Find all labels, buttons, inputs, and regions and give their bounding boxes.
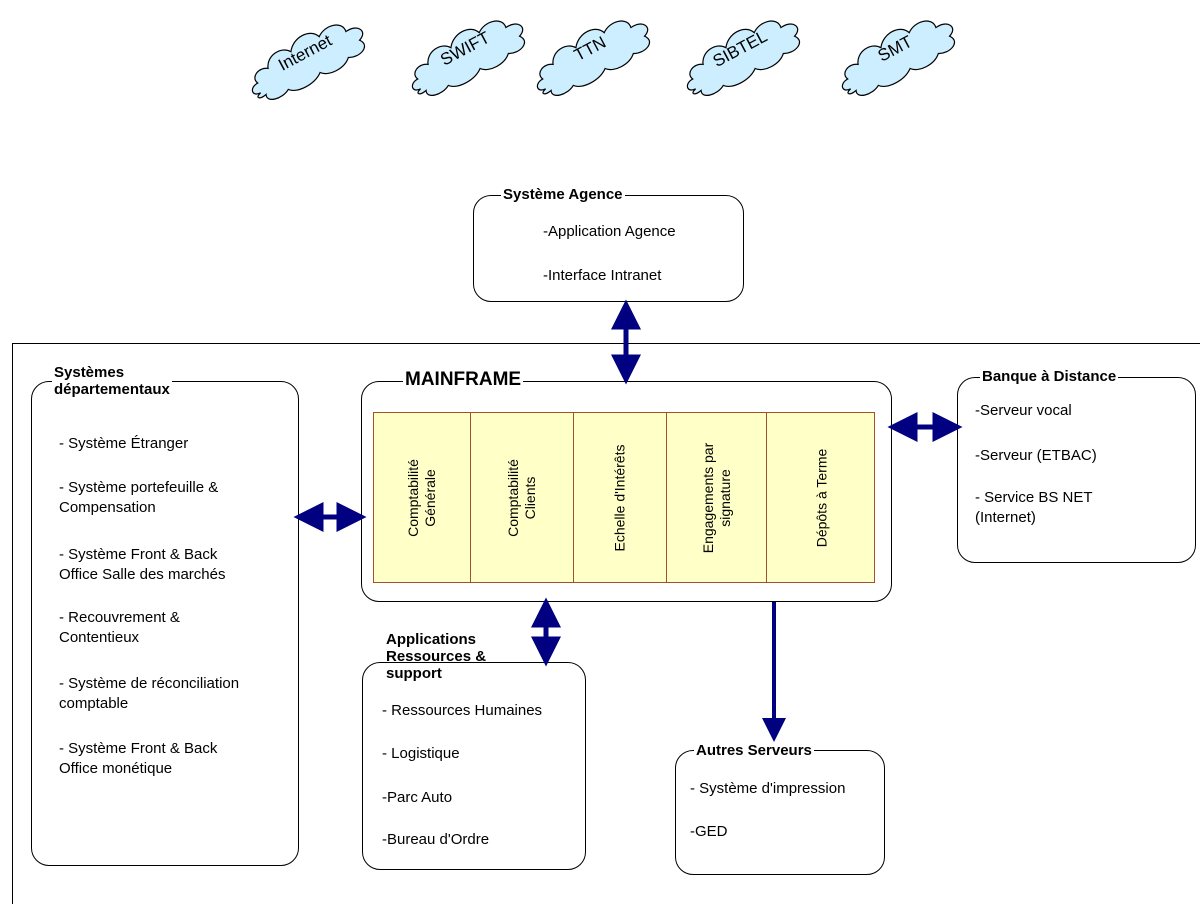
cloud-internet: Internet <box>229 0 390 130</box>
module-echelle-interets: Echelle d'Intérêts <box>574 413 667 582</box>
ressources-item: -Parc Auto <box>382 789 453 806</box>
ressources-item: - Ressources Humaines <box>382 702 543 719</box>
cloud-shape <box>251 24 366 100</box>
cloud-shape <box>536 20 651 96</box>
agence-item: -Application Agence <box>543 223 676 240</box>
cloud-smt: SMT <box>819 0 980 126</box>
cloud-ttn: TTN <box>514 0 675 126</box>
banque-item: - Service BS NET (Internet) <box>975 489 1093 526</box>
autres-serveurs-title: Autres Serveurs <box>694 742 814 759</box>
banque-distance-title: Banque à Distance <box>980 368 1119 385</box>
module-comptabilite-clients: Comptabilité Clients <box>471 413 574 582</box>
systeme-agence-title: Système Agence <box>501 186 625 203</box>
banque-item: -Serveur (ETBAC) <box>975 447 1097 464</box>
departementaux-item: - Système Étranger <box>59 435 189 452</box>
banque-item: -Serveur vocal <box>975 402 1072 419</box>
module-comptabilite-generale: Comptabilité Générale <box>374 413 471 582</box>
cloud-sibtel: SIBTEL <box>664 0 825 126</box>
departementaux-item: - Système portefeuille & Compensation <box>59 479 219 516</box>
departementaux-item: - Recouvrement & Contentieux <box>59 609 180 646</box>
cloud-shape <box>841 20 956 96</box>
agence-item: -Interface Intranet <box>543 267 662 284</box>
mainframe-modules: Comptabilité Générale Comptabilité Clien… <box>373 412 875 583</box>
autres-item: - Système d'impression <box>690 780 846 797</box>
banque-distance-box <box>957 377 1196 563</box>
cloud-shape <box>411 20 526 96</box>
departementaux-item: - Système Front & Back Office Salle des … <box>59 546 226 583</box>
ressources-box <box>362 662 586 870</box>
cloud-swift: SWIFT <box>389 0 550 126</box>
module-engagements-signature: Engagements par signature <box>667 413 767 582</box>
ressources-item: - Logistique <box>382 745 460 762</box>
departementaux-item: - Système de réconciliation comptable <box>59 675 240 712</box>
mainframe-title: MAINFRAME <box>403 369 524 391</box>
cloud-shape <box>686 20 801 96</box>
departementaux-item: - Système Front & Back Office monétique <box>59 740 218 777</box>
autres-item: -GED <box>690 823 728 840</box>
ressources-item: -Bureau d'Ordre <box>382 831 490 848</box>
outer-frame <box>12 343 1200 904</box>
autres-serveurs-box <box>675 750 885 875</box>
departementaux-box <box>31 381 299 866</box>
departementaux-title: Systèmes départementaux <box>52 364 172 398</box>
ressources-title: Applications Ressources & support <box>386 631 487 682</box>
